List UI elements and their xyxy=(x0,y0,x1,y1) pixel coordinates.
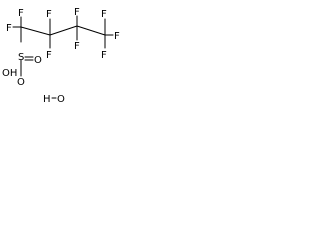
atom-f2: F xyxy=(6,23,12,34)
atom-f1: F xyxy=(18,8,24,19)
atom-f8: F xyxy=(114,31,120,42)
water-hydrogen: H xyxy=(43,94,51,105)
atom-f4: F xyxy=(46,50,52,61)
atom-s: S xyxy=(18,52,24,63)
bond-c1-c2 xyxy=(20,26,51,36)
chemical-structure-diagram: F F F F F F F F F S O OH O H O xyxy=(2,7,120,105)
water-oxygen: O xyxy=(57,94,65,105)
atom-f6: F xyxy=(74,41,80,52)
atom-o2: O xyxy=(17,77,25,88)
atom-f5: F xyxy=(74,7,80,18)
atom-f7: F xyxy=(101,9,107,20)
bond-c2-c3 xyxy=(49,25,78,36)
atom-f9: F xyxy=(101,50,107,61)
atom-o1: O xyxy=(34,55,42,66)
atom-f3: F xyxy=(46,9,52,20)
atom-oh: OH xyxy=(2,68,17,79)
bond-c3-c4 xyxy=(76,25,106,36)
